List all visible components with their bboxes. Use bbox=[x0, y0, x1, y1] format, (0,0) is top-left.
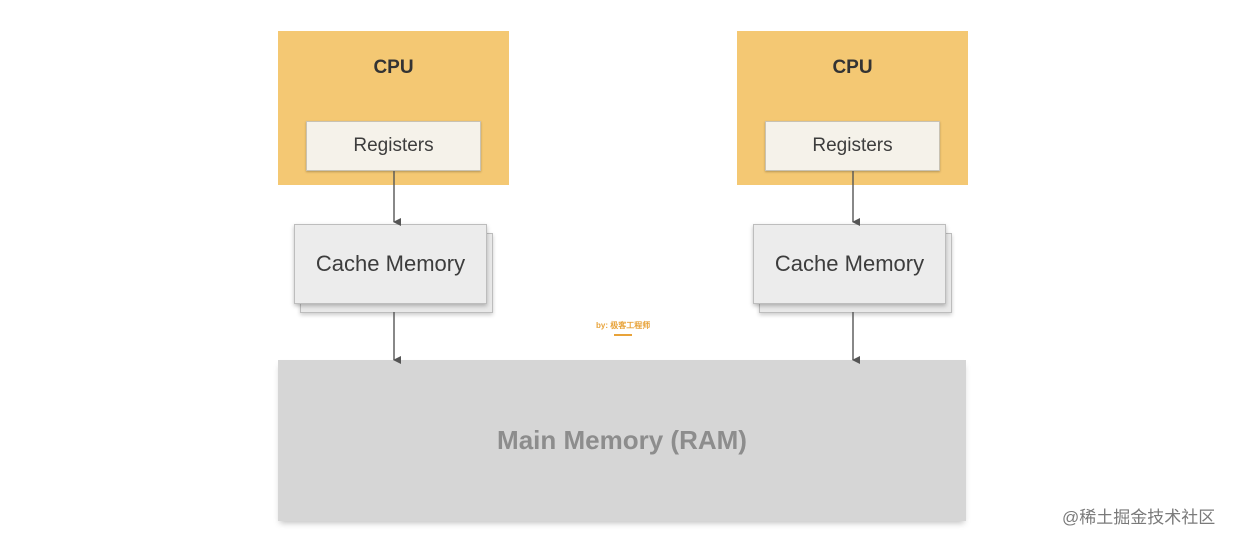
cache-memory-box: Cache Memory bbox=[753, 224, 946, 304]
registers-box: Registers bbox=[306, 121, 481, 171]
cache-memory-stack-right: Cache Memory bbox=[753, 224, 953, 314]
author-watermark: by: 极客工程师 bbox=[596, 321, 651, 330]
cpu-label: CPU bbox=[832, 57, 873, 78]
cache-memory-box: Cache Memory bbox=[294, 224, 487, 304]
cpu-box-right: CPU Registers bbox=[737, 31, 968, 185]
site-watermark: @稀土掘金技术社区 bbox=[1062, 508, 1216, 527]
main-memory-box: Main Memory (RAM) bbox=[278, 360, 966, 521]
cpu-label: CPU bbox=[373, 57, 414, 78]
watermark-underline bbox=[614, 334, 632, 336]
registers-box: Registers bbox=[765, 121, 940, 171]
cpu-box-left: CPU Registers bbox=[278, 31, 509, 185]
cache-memory-stack-left: Cache Memory bbox=[294, 224, 494, 314]
